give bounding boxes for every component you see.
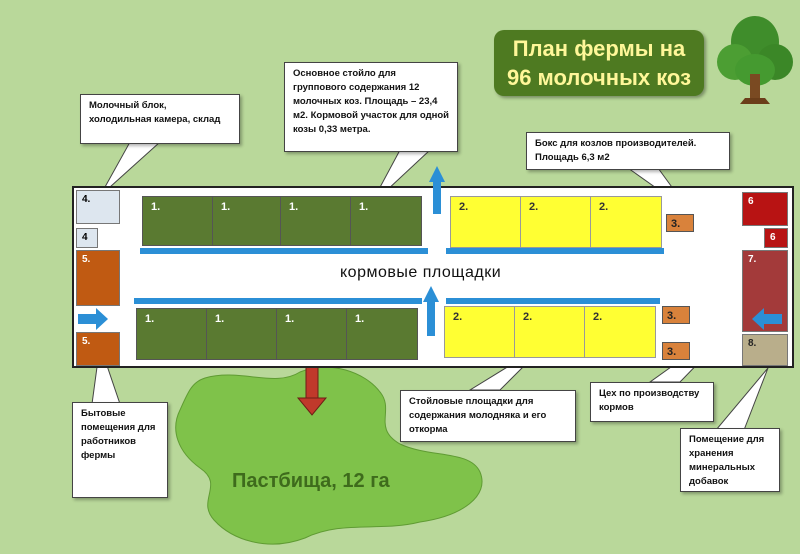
- callout-buck-box: Бокс для козлов производителей. Площадь …: [526, 132, 730, 170]
- buck-box-bottom-1: 3.: [662, 306, 690, 324]
- main-stall-top-4: 1.: [350, 196, 422, 246]
- main-stall-bottom-2: 1.: [206, 308, 278, 360]
- main-stall-top-3: 1.: [280, 196, 352, 246]
- main-stall-top-2: 1.: [212, 196, 282, 246]
- young-stall-top-3: 2.: [590, 196, 662, 248]
- main-stall-bottom-3: 1.: [276, 308, 348, 360]
- callout-main-stall: Основное стойло для группового содержани…: [284, 62, 458, 152]
- young-stall-bottom-3: 2.: [584, 306, 656, 358]
- room-7-feed-shop: 7.: [742, 250, 788, 332]
- plan-title-line1: План фермы на: [512, 36, 686, 61]
- room-4-small: 4: [76, 228, 98, 248]
- room-5-top: 5.: [76, 250, 120, 306]
- buck-box-top: 3.: [666, 214, 694, 232]
- main-stall-bottom-1: 1.: [136, 308, 208, 360]
- farm-building: 4. 4 5. 5. 6 6 7. 8. 1. 1. 1. 1. 2. 2. 2…: [72, 186, 794, 368]
- feeder-bottom-left: [134, 298, 422, 304]
- room-6-top: 6: [742, 192, 788, 226]
- room-4-milk-block: 4.: [76, 190, 120, 224]
- young-stall-bottom-2: 2.: [514, 306, 586, 358]
- buck-box-bottom-2: 3.: [662, 342, 690, 360]
- feeder-top-right: [446, 248, 664, 254]
- main-stall-bottom-4: 1.: [346, 308, 418, 360]
- feeder-top-left: [140, 248, 428, 254]
- young-stall-top-1: 2.: [450, 196, 522, 248]
- main-stall-top-1: 1.: [142, 196, 214, 246]
- tree-icon: [717, 16, 793, 104]
- plan-title-line2: 96 молочных коз: [506, 65, 692, 90]
- room-8-minerals: 8.: [742, 334, 788, 366]
- callout-milk-block: Молочный блок, холодильная камера, склад: [80, 94, 240, 144]
- callout-feed-shop: Цех по производству кормов: [590, 382, 714, 422]
- callout-young-stock: Стойловые площадки для содержания молодн…: [400, 390, 576, 442]
- young-stall-top-2: 2.: [520, 196, 592, 248]
- mineral-pointer: [714, 367, 769, 431]
- plan-title: План фермы на 96 молочных коз: [494, 30, 704, 96]
- callout-staff-rooms: Бытовые помещения для работников фермы: [72, 402, 168, 498]
- room-6-bottom: 6: [764, 228, 788, 248]
- pasture-area: [175, 366, 483, 545]
- pasture-label: Пастбища, 12 га: [232, 470, 390, 492]
- young-stall-bottom-1: 2.: [444, 306, 516, 358]
- feeding-area-label: кормовые площадки: [340, 264, 502, 281]
- room-5-bottom: 5.: [76, 332, 120, 366]
- feeder-bottom-right: [446, 298, 660, 304]
- callout-mineral-storage: Помещение для хранения минеральных добав…: [680, 428, 780, 492]
